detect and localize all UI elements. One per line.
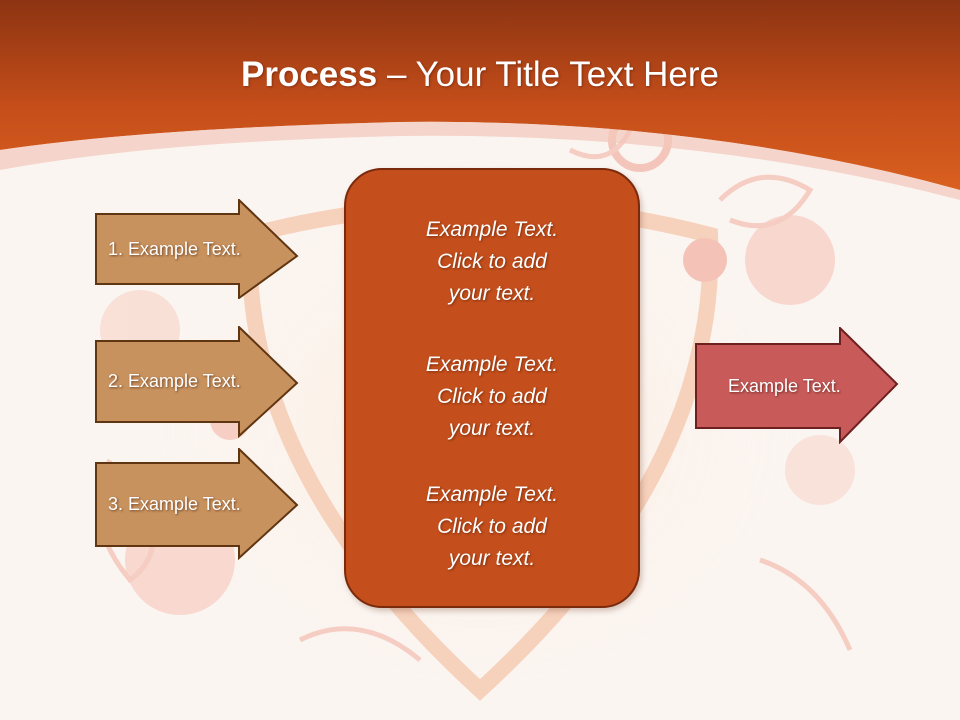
title-rest: Your Title Text Here bbox=[415, 55, 720, 94]
title-bold: Process bbox=[241, 55, 378, 94]
center-text-box[interactable]: Example Text. Click to add your text. Ex… bbox=[344, 168, 640, 608]
left-arrow-1[interactable]: 1. Example Text. bbox=[95, 199, 299, 299]
center-line: Click to add bbox=[437, 515, 547, 538]
left-arrow-label: 2. Example Text. bbox=[108, 371, 241, 391]
center-line: Example Text. bbox=[425, 353, 559, 376]
center-line: Click to add bbox=[437, 250, 547, 273]
center-paragraph-2: Example Text. Click to add your text. bbox=[346, 349, 638, 445]
right-arrow[interactable]: Example Text. bbox=[695, 327, 899, 444]
arrow-shape bbox=[95, 326, 299, 438]
center-line: Example Text. bbox=[425, 218, 559, 241]
arrow-shape bbox=[695, 327, 899, 444]
center-paragraph-1: Example Text. Click to add your text. bbox=[346, 214, 638, 310]
left-arrow-3[interactable]: 3. Example Text. bbox=[95, 448, 299, 560]
slide-title[interactable]: Process – Your Title Text Here bbox=[0, 52, 960, 98]
center-paragraph-3: Example Text. Click to add your text. bbox=[346, 479, 638, 575]
center-line: your text. bbox=[448, 547, 536, 570]
left-arrow-label: 3. Example Text. bbox=[108, 494, 241, 514]
arrow-shape bbox=[95, 199, 299, 299]
left-arrow-label: 1. Example Text. bbox=[108, 238, 241, 259]
left-arrow-2[interactable]: 2. Example Text. bbox=[95, 326, 299, 438]
title-dash: – bbox=[377, 55, 416, 94]
center-line: your text. bbox=[448, 417, 536, 440]
center-line: your text. bbox=[448, 282, 536, 305]
center-line: Click to add bbox=[437, 385, 547, 408]
right-arrow-label: Example Text. bbox=[728, 375, 841, 396]
arrow-shape bbox=[95, 448, 299, 560]
center-line: Example Text. bbox=[425, 483, 559, 506]
